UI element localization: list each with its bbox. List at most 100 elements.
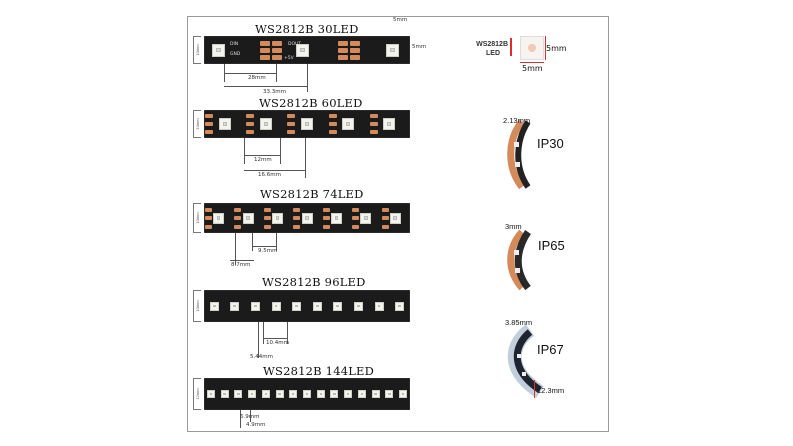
solder-pad	[287, 114, 296, 118]
led-chip	[292, 301, 302, 311]
chip-name: WS2812B LED	[476, 41, 508, 57]
solder-pad	[205, 130, 213, 134]
dim-line	[224, 86, 307, 87]
strip-96-dim-a: 10.4mm	[266, 340, 289, 346]
led-chip	[303, 390, 311, 398]
strip-60-dim-pitch: 12mm	[254, 157, 272, 163]
solder-pad	[350, 41, 360, 46]
led-chip	[271, 301, 281, 311]
ip30-strip-image	[507, 119, 531, 190]
ip65-label: IP65	[538, 238, 565, 253]
strip-74led	[204, 203, 410, 233]
led-chip	[242, 212, 254, 224]
dim-line	[545, 36, 546, 60]
strip-74-title: WS2812B 74LED	[260, 187, 364, 201]
led-chip	[330, 390, 339, 398]
dim-line	[244, 138, 245, 164]
led-chip	[213, 212, 225, 224]
led-chip	[218, 118, 231, 130]
dim-line	[263, 322, 264, 344]
ip30-dim: 2.13mm	[503, 116, 531, 125]
strip-144-dim-a: 6.9mm	[240, 414, 260, 420]
strip-96-title: WS2812B 96LED	[262, 275, 366, 289]
dim-line	[280, 138, 281, 164]
dim-line	[235, 233, 236, 265]
dim-line	[244, 170, 305, 171]
solder-pad	[350, 55, 360, 60]
pad-label: GND	[230, 52, 241, 57]
solder-pad	[322, 224, 330, 229]
chip-height: 5mm	[546, 44, 567, 53]
led-chip	[385, 390, 394, 398]
strip-96led	[204, 290, 410, 322]
led-chip	[386, 43, 399, 57]
solder-pad	[369, 122, 378, 126]
led-chip	[301, 118, 313, 130]
dim-line	[520, 62, 544, 63]
ip67-label: IP67	[537, 342, 564, 357]
solder-pad	[352, 216, 360, 220]
strip-30-right-dim: 5mm	[412, 44, 427, 50]
ip67-dim: 3.85mm	[505, 318, 533, 327]
solder-pad	[369, 130, 378, 134]
strip-96-dim-b: 5.44mm	[250, 354, 273, 360]
solder-pad	[338, 48, 348, 53]
dim-line	[534, 380, 535, 398]
solder-pad	[328, 130, 337, 134]
led-chip	[234, 390, 243, 398]
strip-60-side-dim: 10mm	[193, 110, 201, 138]
strip-30-side-dim: 10mm	[193, 36, 201, 64]
solder-pad	[260, 55, 270, 60]
led-chip	[275, 390, 284, 398]
solder-pad	[260, 48, 270, 53]
solder-pad	[260, 41, 270, 46]
solder-pad	[263, 207, 271, 212]
led-chip	[259, 118, 272, 130]
led-chip	[272, 212, 284, 224]
led-chip	[395, 301, 405, 311]
led-chip	[342, 118, 355, 130]
solder-pad	[234, 207, 242, 212]
ip67-height-dim: 12.3mm	[537, 386, 565, 395]
led-chip	[371, 390, 380, 398]
strip-30-dim-cut: 33.3mm	[263, 89, 286, 95]
solder-pad	[293, 224, 301, 229]
dim-line	[307, 64, 308, 92]
ip65-dim: 3mm	[505, 222, 522, 231]
solder-pad	[272, 41, 282, 46]
strip-60led	[204, 110, 410, 138]
dim-line	[252, 246, 276, 247]
dim-line	[230, 260, 254, 261]
dim-line	[250, 410, 251, 422]
solder-pad	[246, 130, 255, 134]
led-chip	[261, 390, 270, 398]
strip-60-title: WS2812B 60LED	[259, 96, 363, 110]
solder-pad	[272, 55, 282, 60]
solder-pad	[234, 224, 242, 229]
solder-pad	[205, 114, 213, 118]
led-chip	[230, 301, 240, 311]
led-chip	[206, 390, 215, 398]
dim-line	[287, 322, 288, 344]
solder-pad	[246, 114, 255, 118]
led-chip	[330, 212, 342, 224]
solder-pad	[322, 207, 330, 212]
strip-74-dim-b: 8.7mm	[231, 262, 251, 268]
solder-pad	[352, 224, 360, 229]
solder-pad	[263, 216, 271, 220]
solder-pad	[234, 216, 242, 220]
solder-pad	[287, 130, 296, 134]
dim-line	[252, 233, 253, 251]
strip-30-dim-pitch: 28mm	[248, 75, 266, 81]
led-chip	[209, 301, 219, 311]
strip-74-side-dim: 10mm	[193, 203, 201, 233]
led-chip	[333, 301, 343, 311]
dim-line	[276, 64, 277, 82]
led-chip	[251, 301, 260, 311]
solder-pad	[205, 216, 212, 220]
led-chip	[344, 390, 353, 398]
led-chip	[301, 212, 313, 224]
strip-144-side-dim: 12mm	[193, 378, 201, 410]
led-chip	[360, 212, 372, 224]
